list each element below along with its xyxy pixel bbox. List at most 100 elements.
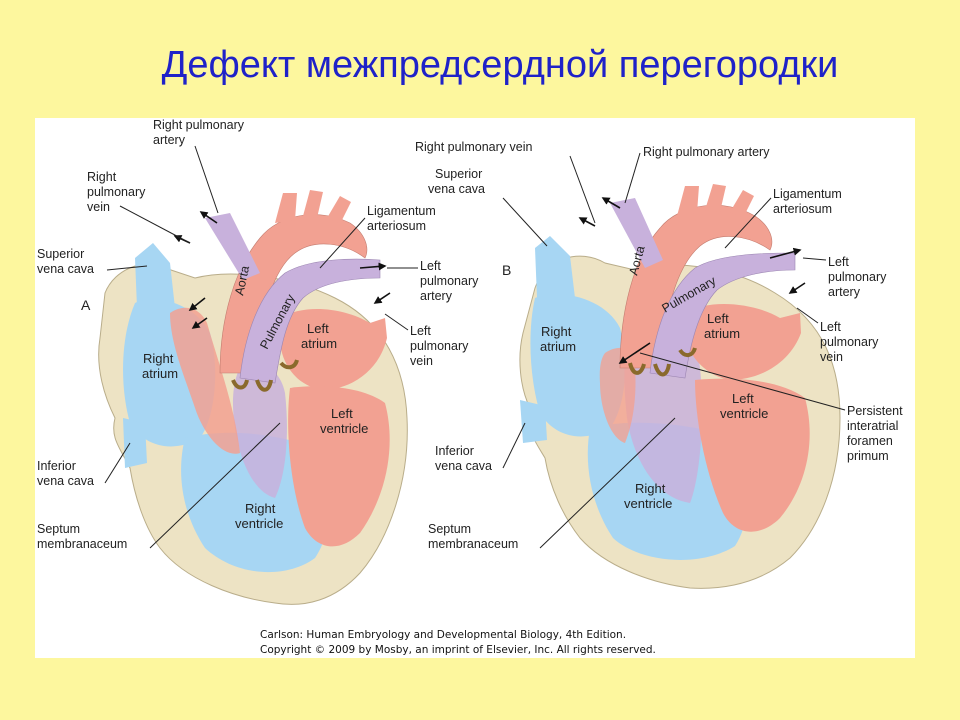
label-foramen-b-2: interatrial (847, 419, 898, 433)
credit-line-2: Copyright © 2009 by Mosby, an imprint of… (260, 644, 656, 656)
label-left-ventricle-b-2: ventricle (720, 406, 768, 421)
label-lpv-a-2: pulmonary (410, 339, 469, 353)
heart-b: Aorta Pulmonary Left atrium Right atrium… (502, 184, 841, 589)
aortic-branches-a (275, 190, 351, 224)
leader-lig-b (724, 197, 772, 249)
left-ventricle-b (695, 378, 810, 532)
ivc-a (123, 418, 147, 468)
mixed-flow-a (232, 364, 287, 498)
left-atrium-b (685, 303, 801, 380)
shunt-b (599, 347, 636, 443)
label-lpv-a-3: vein (410, 354, 433, 368)
label-lig-b-2: arteriosum (773, 202, 832, 216)
label-left-ventricle-b-1: Left (732, 391, 754, 406)
leader-svc-b (502, 197, 548, 247)
label-rpv-a-2: pulmonary (87, 185, 146, 199)
label-svc-b-1: Superior (435, 167, 482, 181)
label-lig-a-1: Ligamentum (367, 204, 436, 218)
label-left-atrium-a-1: Left (307, 321, 329, 336)
label-rpa-a-1: Right pulmonary (153, 118, 245, 132)
label-lpa-a-2: pulmonary (420, 274, 479, 288)
heart-a: Aorta Pulmonary Left atrium Right atrium… (81, 190, 408, 605)
arrow-b-3 (769, 247, 802, 259)
label-left-atrium-a-2: atrium (301, 336, 337, 351)
arrow-a-5 (359, 262, 387, 271)
label-lpv-a-1: Left (410, 324, 431, 338)
credit-line-1: Carlson: Human Embryology and Developmen… (260, 629, 626, 641)
leader-lpv-a (384, 313, 409, 331)
label-right-atrium-b-2: atrium (540, 339, 576, 354)
label-right-atrium-b-1: Right (541, 324, 572, 339)
slide-title: Дефект межпредсердной перегородки (161, 44, 839, 86)
label-ivc-a-2: vena cava (37, 474, 94, 488)
leader-ivc-a (104, 442, 131, 484)
label-lpv-b-1: Left (820, 320, 841, 334)
label-lpa-b-2: pulmonary (828, 270, 887, 284)
label-rpa-a-2: artery (153, 133, 186, 147)
leader-rpv-a (119, 205, 191, 244)
label-lpv-b-3: vein (820, 350, 843, 364)
label-septum-a-1: Septum (37, 522, 80, 536)
label-right-ventricle-a-1: Right (245, 501, 276, 516)
label-svc-a-2: vena cava (37, 262, 94, 276)
label-septum-b-1: Septum (428, 522, 471, 536)
leader-foramen-b (639, 352, 846, 411)
leader-lpa-b (802, 257, 827, 261)
pulmonary-branch-a (205, 213, 260, 280)
label-lpa-b-3: artery (828, 285, 861, 299)
label-right-atrium-a-2: atrium (142, 366, 178, 381)
leader-rpa-b (624, 152, 641, 204)
label-septum-b-2: membranaceum (428, 537, 518, 551)
label-right-ventricle-a-2: ventricle (235, 516, 283, 531)
leader-svc-a (106, 265, 148, 271)
label-lpv-b-2: pulmonary (820, 335, 879, 349)
label-svc-a-1: Superior (37, 247, 84, 261)
label-svc-b-2: vena cava (428, 182, 485, 196)
leader-ivc-b (502, 422, 526, 469)
leader-septum-a (149, 422, 281, 549)
label-ivc-b-2: vena cava (435, 459, 492, 473)
valves-a (231, 359, 299, 392)
arrow-b-5 (618, 342, 651, 364)
label-ivc-b-1: Inferior (435, 444, 474, 458)
label-septum-a-2: membranaceum (37, 537, 127, 551)
label-rpa-b: Right pulmonary artery (643, 145, 770, 159)
left-atrium-a (280, 308, 387, 390)
arrow-a-4 (191, 317, 208, 329)
label-lpa-a-1: Left (420, 259, 441, 273)
labels-b: Right pulmonary vein Right pulmonary art… (415, 140, 903, 551)
right-atrium-b (530, 294, 626, 437)
heart-diagrams: Aorta Pulmonary Left atrium Right atrium… (37, 118, 903, 656)
left-ventricle-a (288, 386, 390, 547)
arrow-b-4 (788, 282, 806, 294)
label-ivc-a-1: Inferior (37, 459, 76, 473)
label-left-ventricle-a-2: ventricle (320, 421, 368, 436)
label-lig-a-2: arteriosum (367, 219, 426, 233)
svc-b (535, 236, 575, 313)
ivc-b (520, 400, 547, 443)
label-left-atrium-b-1: Left (707, 311, 729, 326)
arrow-a-3 (188, 297, 206, 311)
arrow-a-1 (199, 211, 218, 224)
label-rpv-b: Right pulmonary vein (415, 140, 532, 154)
arrow-a-6 (373, 292, 391, 304)
leader-lpv-b (796, 307, 819, 324)
label-foramen-b-4: primum (847, 449, 889, 463)
shunt-a (170, 307, 240, 454)
label-left-atrium-b-2: atrium (704, 326, 740, 341)
leader-rpv-b (569, 155, 596, 224)
label-right-ventricle-b-2: ventricle (624, 496, 672, 511)
label-rpv-a-1: Right (87, 170, 117, 184)
labels-a: Right pulmonary artery Right pulmonary v… (37, 118, 479, 551)
leader-lig-a (319, 217, 366, 269)
panel-letter-b: B (502, 262, 511, 278)
label-left-ventricle-a-1: Left (331, 406, 353, 421)
panel-letter-a: A (81, 297, 91, 313)
leader-rpa-a (194, 145, 219, 214)
aortic-branches-b (677, 184, 754, 218)
label-right-ventricle-b-1: Right (635, 481, 666, 496)
figure-panel: Aorta Pulmonary Left atrium Right atrium… (35, 118, 915, 658)
label-lig-b-1: Ligamentum (773, 187, 842, 201)
pulmonary-branch-b (610, 198, 663, 268)
arrow-b-1 (601, 197, 621, 209)
